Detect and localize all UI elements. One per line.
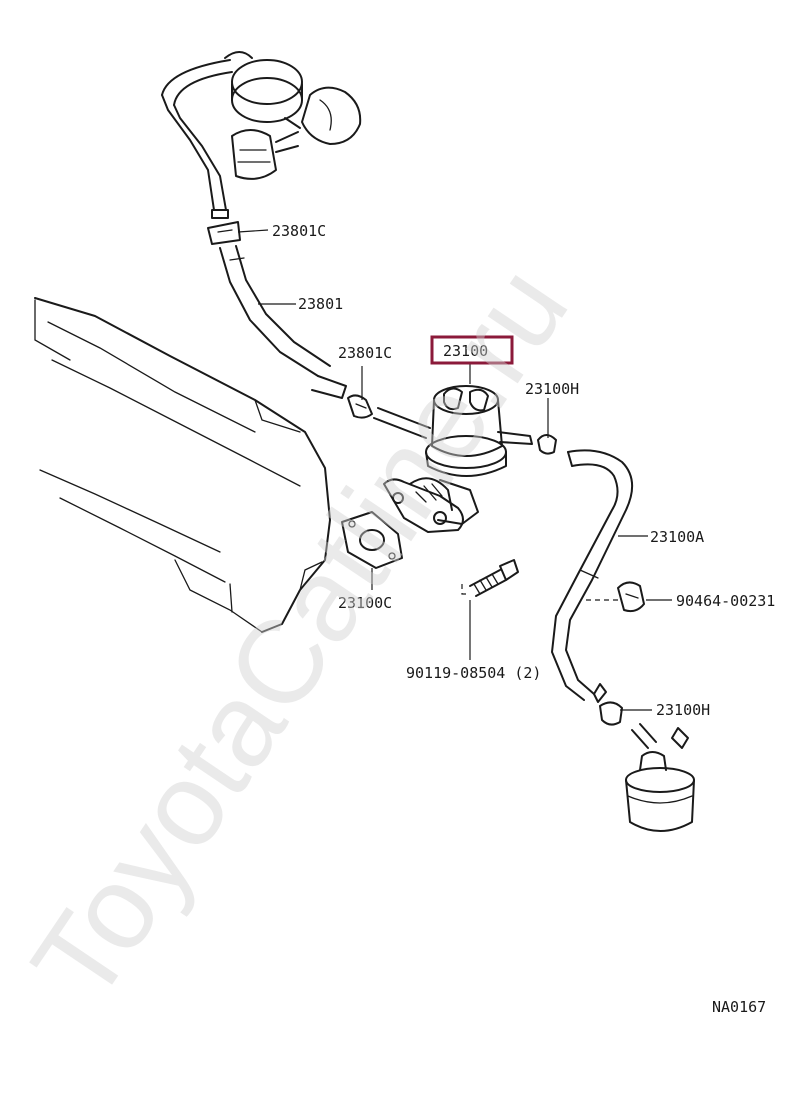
watermark: ToyotaCatline.ru (7, 244, 593, 1025)
mounting-bolt (469, 559, 519, 597)
vacuum-hose-23801 (161, 94, 347, 399)
hose-clip-upper (207, 221, 241, 245)
callout-23100h-lower[interactable]: 23100H (656, 701, 710, 719)
callout-90119-08504[interactable]: 90119-08504 (2) (406, 664, 541, 682)
callout-23100[interactable]: 23100 (443, 342, 488, 360)
hose-clip-filter (599, 701, 623, 726)
hose-clamp (617, 581, 645, 613)
callout-23100c[interactable]: 23100C (338, 594, 392, 612)
callout-23100a[interactable]: 23100A (650, 528, 704, 546)
fuel-hose-23100a (551, 449, 633, 703)
callout-90464-00231[interactable]: 90464-00231 (676, 592, 775, 610)
callout-23100h-upper[interactable]: 23100H (525, 380, 579, 398)
leader-lines (237, 229, 672, 711)
pump-inlet-pipe (373, 407, 431, 439)
engine-block (34, 297, 331, 633)
highlight-box (430, 335, 514, 365)
callout-23801[interactable]: 23801 (298, 295, 343, 313)
callout-23801c-middle[interactable]: 23801C (338, 344, 392, 362)
fuel-filter (625, 723, 695, 832)
carburetor-assembly (161, 51, 362, 180)
figure-code: NA0167 (712, 998, 766, 1016)
pump-gasket (341, 511, 403, 569)
callout-23801c-upper[interactable]: 23801C (272, 222, 326, 240)
pump-lever-flange (383, 477, 464, 533)
hose-clip-middle (347, 394, 373, 419)
hose-clip-pump-outlet (537, 434, 557, 455)
fuel-pump (425, 385, 533, 525)
